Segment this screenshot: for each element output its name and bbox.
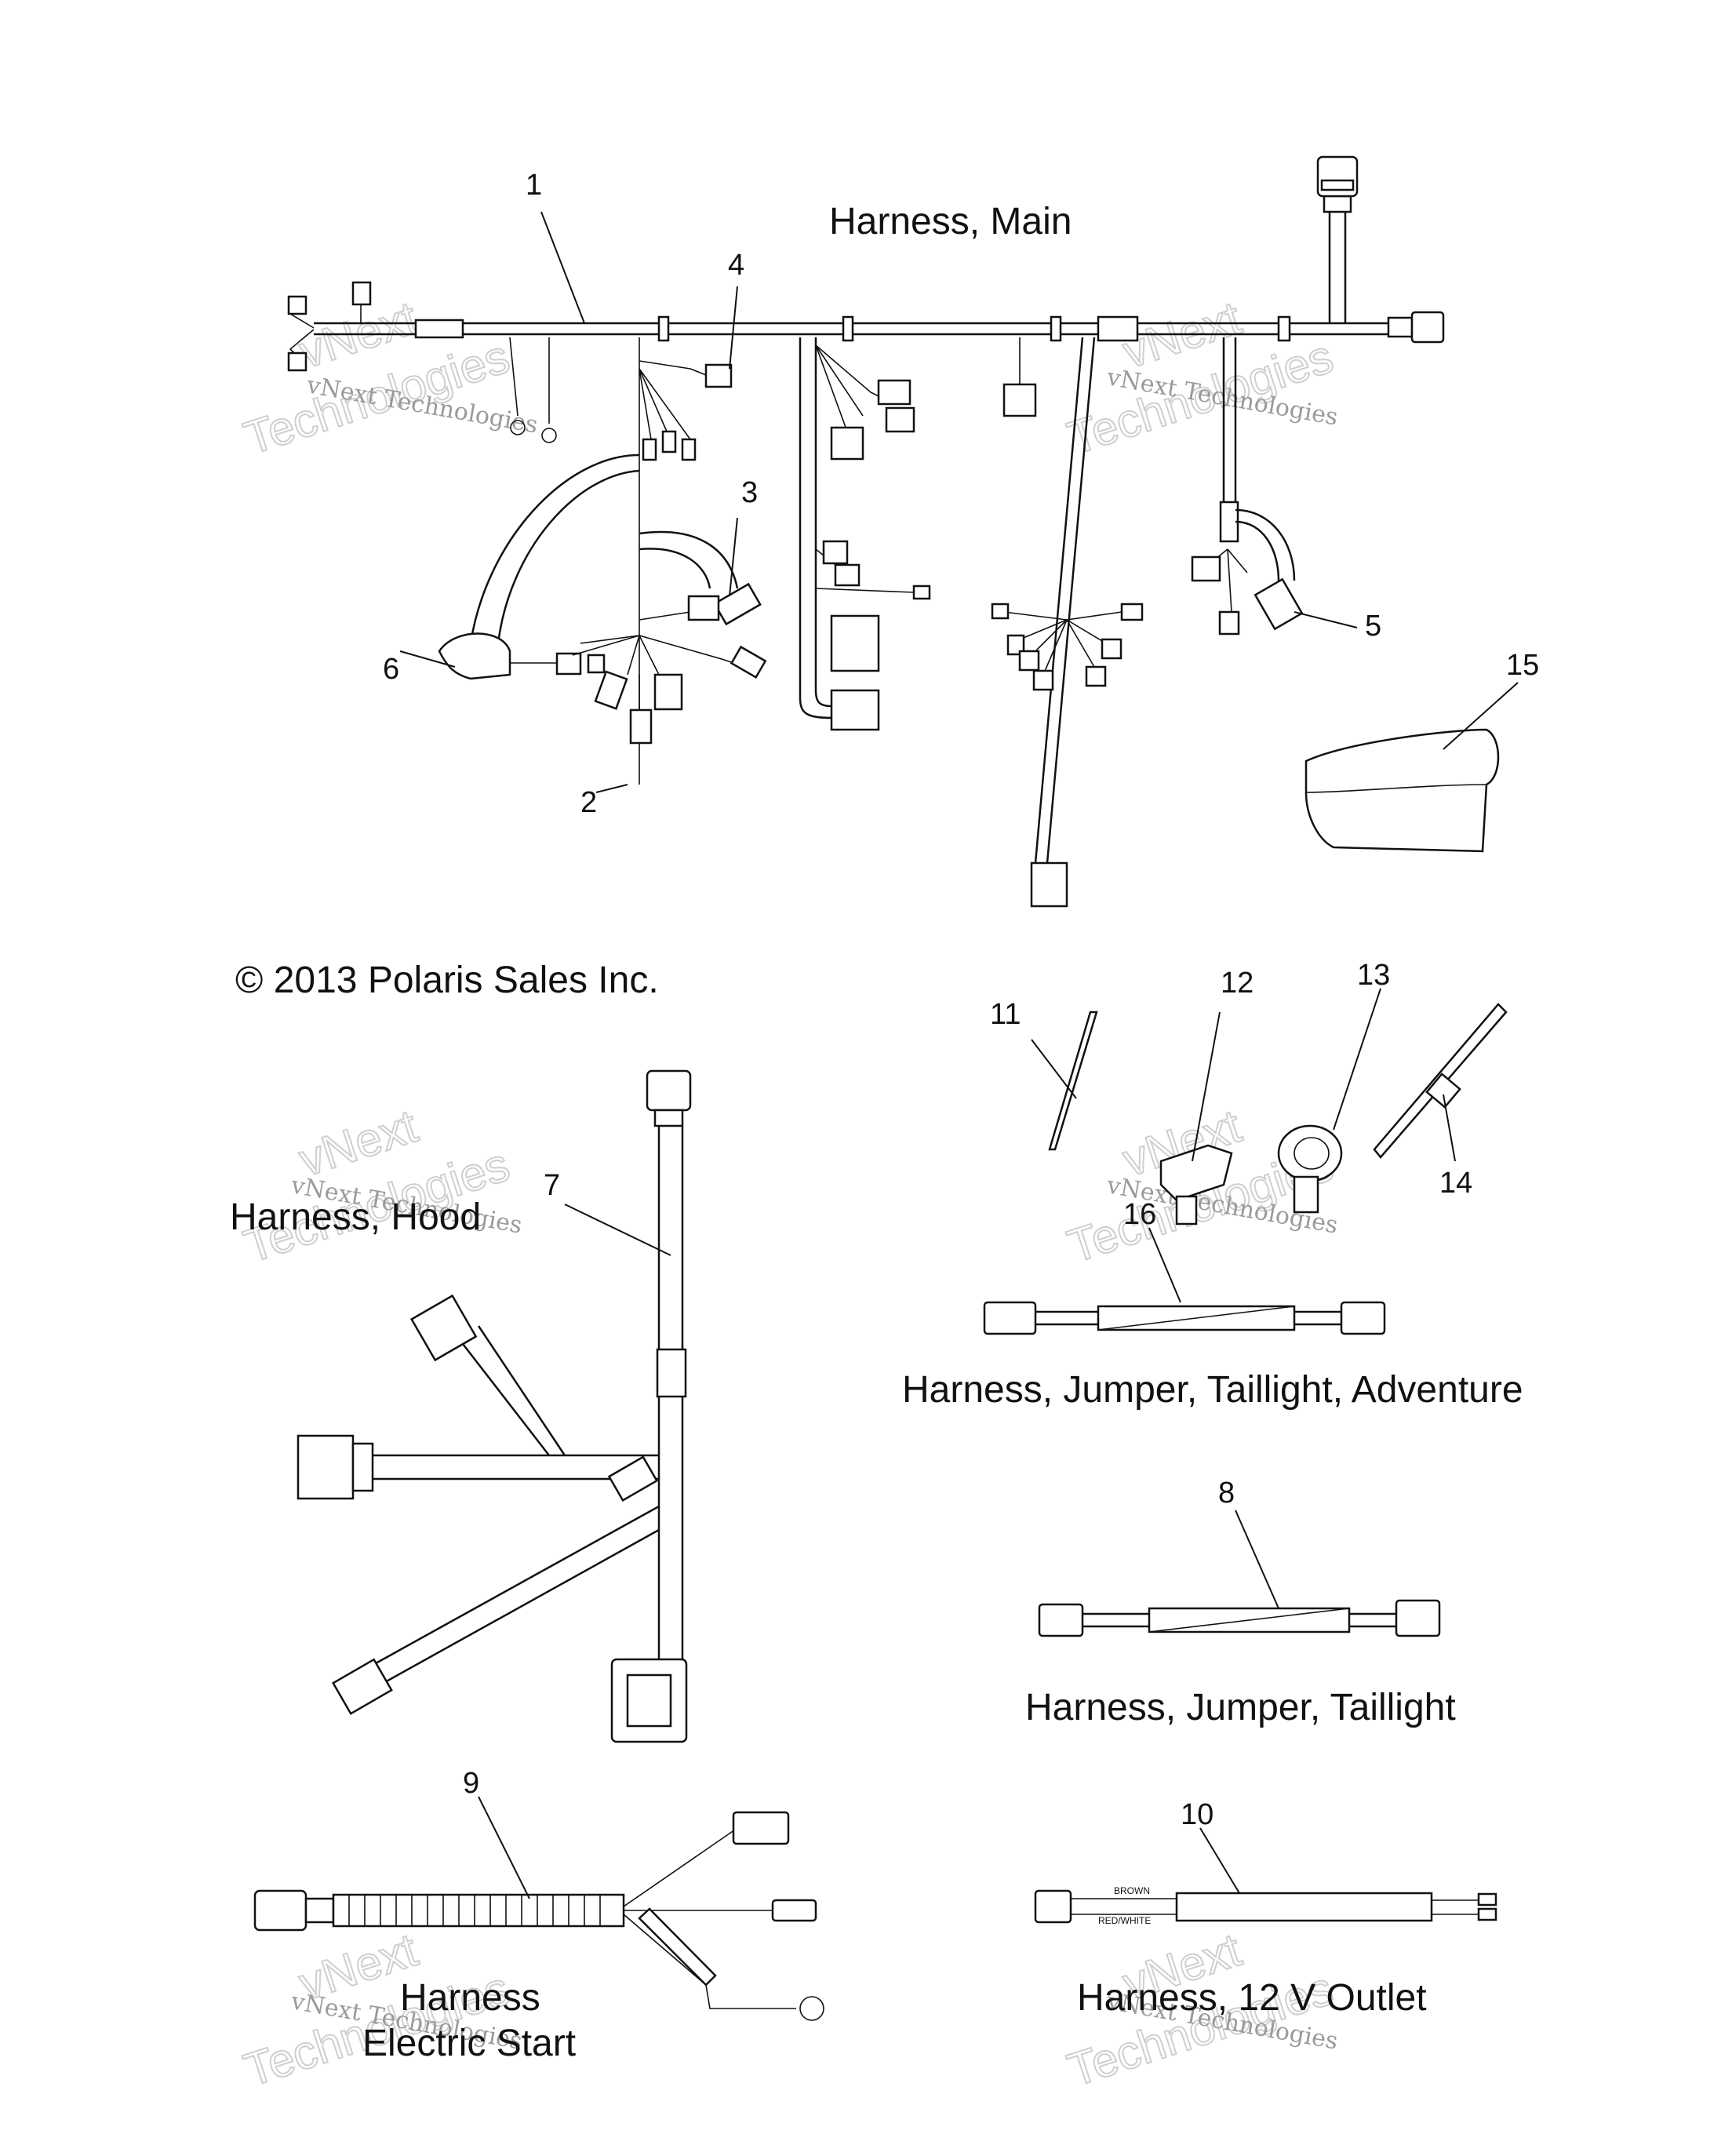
electric-start-harness[interactable]: 9 Harness Electric Start <box>253 1767 824 2064</box>
copyright-text: © 2013 Polaris Sales Inc. <box>235 960 659 1001</box>
watermark-top-left: vNext Technologies vNext Technologies <box>237 290 540 465</box>
svg-text:12: 12 <box>1221 967 1254 1000</box>
svg-text:7: 7 <box>544 1169 560 1202</box>
hood-harness[interactable]: 7 Harness, Hood <box>230 1069 692 1743</box>
svg-text:11: 11 <box>990 998 1021 1031</box>
svg-text:10: 10 <box>1181 1798 1213 1831</box>
cable-tie-mount-part-14[interactable]: 14 <box>1373 1003 1508 1200</box>
jumper-taillight-harness[interactable]: 8 Harness, Jumper, Taillight <box>1025 1477 1456 1728</box>
clip-part-12[interactable]: 12 <box>1159 967 1254 1225</box>
watermark-mid-left: vNext Technologies vNext Technologies <box>237 1098 524 1273</box>
svg-text:16: 16 <box>1123 1198 1156 1231</box>
svg-text:Harness, Hood: Harness, Hood <box>230 1196 481 1238</box>
svg-text:Harness: Harness <box>400 1977 540 2019</box>
svg-text:1: 1 <box>526 169 542 202</box>
svg-text:BROWN: BROWN <box>1114 1885 1150 1896</box>
svg-text:Harness, Jumper, Taillight: Harness, Jumper, Taillight <box>1025 1687 1456 1728</box>
svg-text:6: 6 <box>383 653 399 686</box>
svg-text:Harness, Main: Harness, Main <box>829 201 1072 242</box>
svg-text:13: 13 <box>1357 959 1390 992</box>
outlet-harness[interactable]: BROWN RED/WHITE 10 Harness, 12 V Outlet <box>1034 1798 1497 2019</box>
corrugation <box>348 1895 601 1926</box>
jumper-adventure-harness[interactable]: 16 Harness, Jumper, Taillight, Adventure <box>902 1198 1523 1411</box>
svg-text:3: 3 <box>741 476 758 509</box>
svg-text:RED/WHITE: RED/WHITE <box>1098 1915 1151 1926</box>
svg-text:8: 8 <box>1218 1477 1235 1510</box>
svg-text:4: 4 <box>728 249 744 282</box>
svg-text:15: 15 <box>1506 649 1539 682</box>
svg-text:9: 9 <box>463 1767 479 1800</box>
svg-text:Electric Start: Electric Start <box>362 2023 576 2064</box>
cable-tie-part-11[interactable]: 11 <box>990 998 1098 1151</box>
svg-text:Harness, Jumper, Taillight, Ad: Harness, Jumper, Taillight, Adventure <box>902 1369 1523 1411</box>
main-harness[interactable]: 1 2 3 4 5 6 Harness, Main <box>287 155 1445 908</box>
svg-text:2: 2 <box>580 786 597 819</box>
svg-text:14: 14 <box>1439 1167 1472 1200</box>
conduit-part-15[interactable]: 15 <box>1304 649 1539 853</box>
svg-text:5: 5 <box>1365 610 1381 643</box>
svg-text:Harness, 12 V Outlet: Harness, 12 V Outlet <box>1077 1977 1427 2019</box>
clamp-part-13[interactable]: 13 <box>1277 959 1390 1214</box>
